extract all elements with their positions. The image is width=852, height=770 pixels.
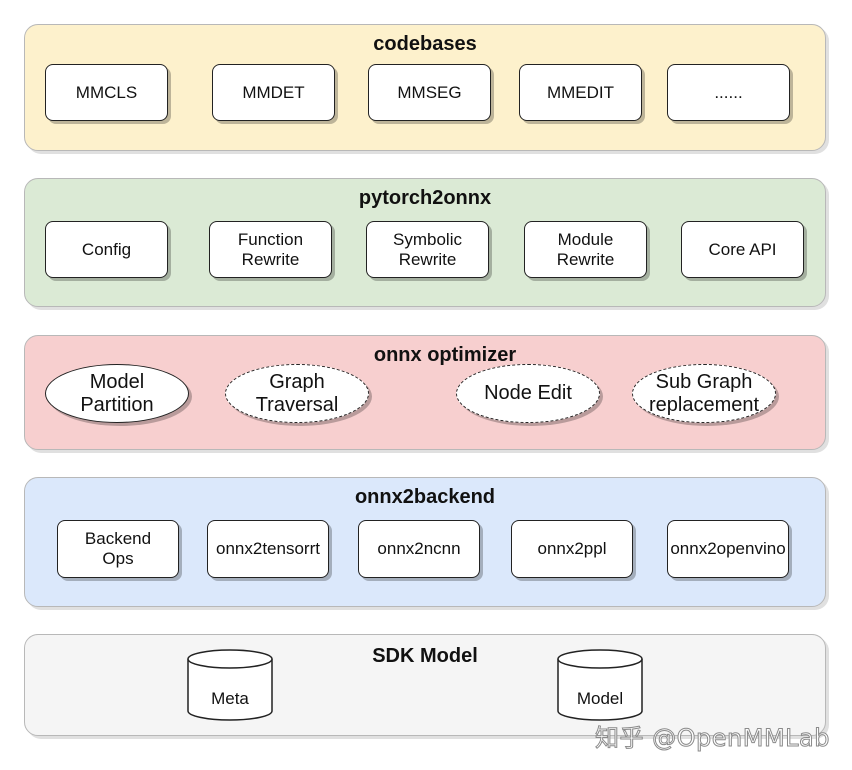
box-more-codebases: ...... <box>667 64 790 121</box>
layer-title-codebases: codebases <box>373 33 477 55</box>
layer-pytorch2onnx: pytorch2onnx Config Function Rewrite Sym… <box>24 178 826 307</box>
layer-sdk-model: SDK Model Meta Model <box>24 634 826 736</box>
layer-title-onnx2backend: onnx2backend <box>354 486 496 508</box>
box-module-rewrite: Module Rewrite <box>524 221 647 278</box>
cylinder-meta-label: Meta <box>211 689 249 708</box>
cylinder-meta: Meta <box>187 649 273 721</box>
layer-title-pytorch2onnx: pytorch2onnx <box>358 187 492 209</box>
ellipse-node-edit: Node Edit <box>456 364 600 423</box>
box-onnx2ppl: onnx2ppl <box>511 520 633 578</box>
cylinder-model-label: Model <box>576 689 624 708</box>
box-config: Config <box>45 221 168 278</box>
ellipse-model-partition: Model Partition <box>45 364 189 423</box>
box-backend-ops: Backend Ops <box>57 520 179 578</box>
layer-onnx2backend: onnx2backend Backend Ops onnx2tensorrt o… <box>24 477 826 607</box>
box-mmdet: MMDET <box>212 64 335 121</box>
box-mmcls: MMCLS <box>45 64 168 121</box>
box-onnx2tensorrt: onnx2tensorrt <box>207 520 329 578</box>
layer-onnx-optimizer: onnx optimizer Model Partition Graph Tra… <box>24 335 826 450</box>
box-onnx2ncnn: onnx2ncnn <box>358 520 480 578</box>
box-onnx2openvino: onnx2openvino <box>667 520 789 578</box>
ellipse-graph-traversal: Graph Traversal <box>225 364 369 423</box>
watermark: 知乎 @OpenMMLab <box>595 724 830 753</box>
box-function-rewrite: Function Rewrite <box>209 221 332 278</box>
box-core-api: Core API <box>681 221 804 278</box>
box-mmseg: MMSEG <box>368 64 491 121</box>
layer-title-onnx-optimizer: onnx optimizer <box>373 344 517 366</box>
cylinder-meta-shape <box>187 649 273 721</box>
cylinder-model-shape <box>557 649 643 721</box>
ellipse-sub-graph-replacement: Sub Graph replacement <box>632 364 776 423</box>
box-symbolic-rewrite: Symbolic Rewrite <box>366 221 489 278</box>
box-mmedit: MMEDIT <box>519 64 642 121</box>
layer-title-sdk-model: SDK Model <box>372 645 478 667</box>
layer-codebases: codebases MMCLS MMDET MMSEG MMEDIT .....… <box>24 24 826 151</box>
cylinder-model: Model <box>557 649 643 721</box>
